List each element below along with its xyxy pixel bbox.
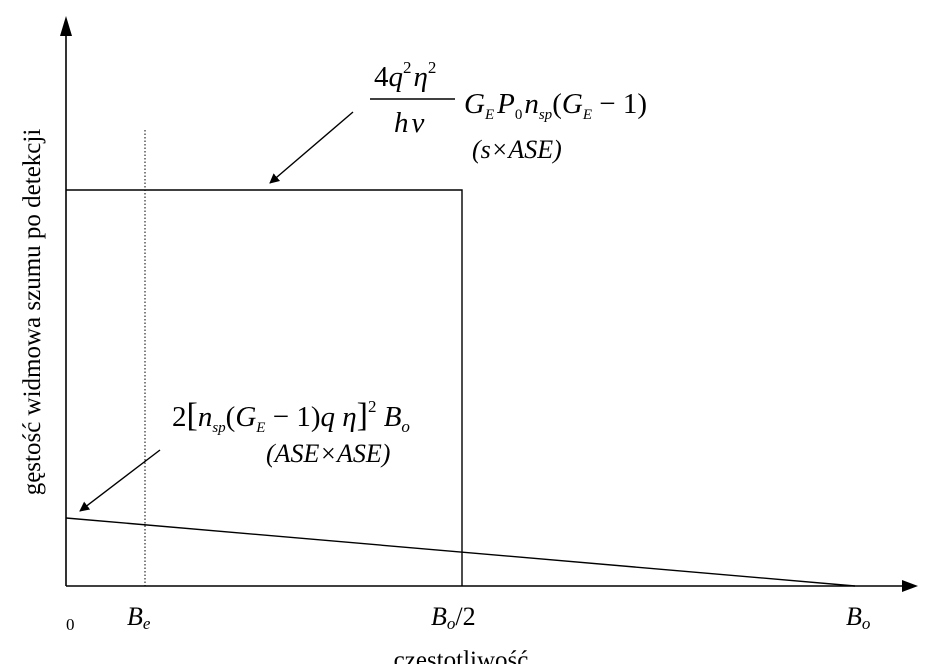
- formula-caption-ase-ase: (ASE×ASE): [266, 439, 390, 468]
- formula-caption-signal-ase: (s×ASE): [472, 135, 562, 164]
- ase-ase-formula: 2[nsp(GE − 1)q η]2 Bo (ASE×ASE): [172, 397, 410, 468]
- formula-ase-ase-terms: 2[nsp(GE − 1)q η]2 Bo: [172, 397, 410, 436]
- signal-ase-curve: [66, 189, 463, 586]
- signal-ase-arrow: [269, 111, 354, 184]
- ase-ase-arrow: [79, 449, 161, 512]
- y-axis-label: gęstość widmowa szumu po detekcji: [19, 129, 46, 496]
- tick-be: Be: [127, 602, 151, 633]
- tick-bo-half: Bo/2: [431, 602, 476, 633]
- x-axis-label: częstotliwość: [394, 647, 529, 664]
- y-axis-arrow: [60, 16, 72, 36]
- tick-bo: Bo: [846, 602, 870, 633]
- x-axis-arrow: [902, 580, 918, 592]
- tick-origin: 0: [66, 615, 75, 634]
- ase-ase-curve: [65, 517, 856, 587]
- formula-numerator: 4q2η2: [374, 58, 436, 93]
